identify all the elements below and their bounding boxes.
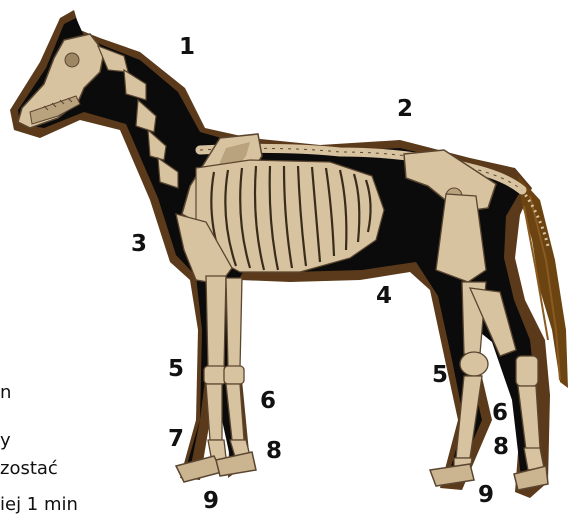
side-text-line-1: n <box>0 384 11 402</box>
label-pastern-left: 7 <box>168 428 184 451</box>
side-text-line-4: iej 1 min <box>0 496 78 514</box>
side-text-line-2: y <box>0 432 11 450</box>
label-pastern-back: 8 <box>493 436 509 459</box>
label-fetlock-front: 6 <box>260 390 276 413</box>
label-hock-back: 5 <box>432 364 448 387</box>
label-shoulder: 3 <box>131 233 147 256</box>
label-fetlock-back: 6 <box>492 402 508 425</box>
label-withers: 1 <box>179 36 195 59</box>
label-hoof-front: 9 <box>203 490 219 513</box>
side-text-line-3: zostać <box>0 460 58 478</box>
label-hoof-back: 9 <box>478 484 494 507</box>
label-back: 2 <box>397 98 413 121</box>
label-pastern-front: 8 <box>266 440 282 463</box>
label-knee-front: 5 <box>168 358 184 381</box>
label-belly: 4 <box>376 285 392 308</box>
